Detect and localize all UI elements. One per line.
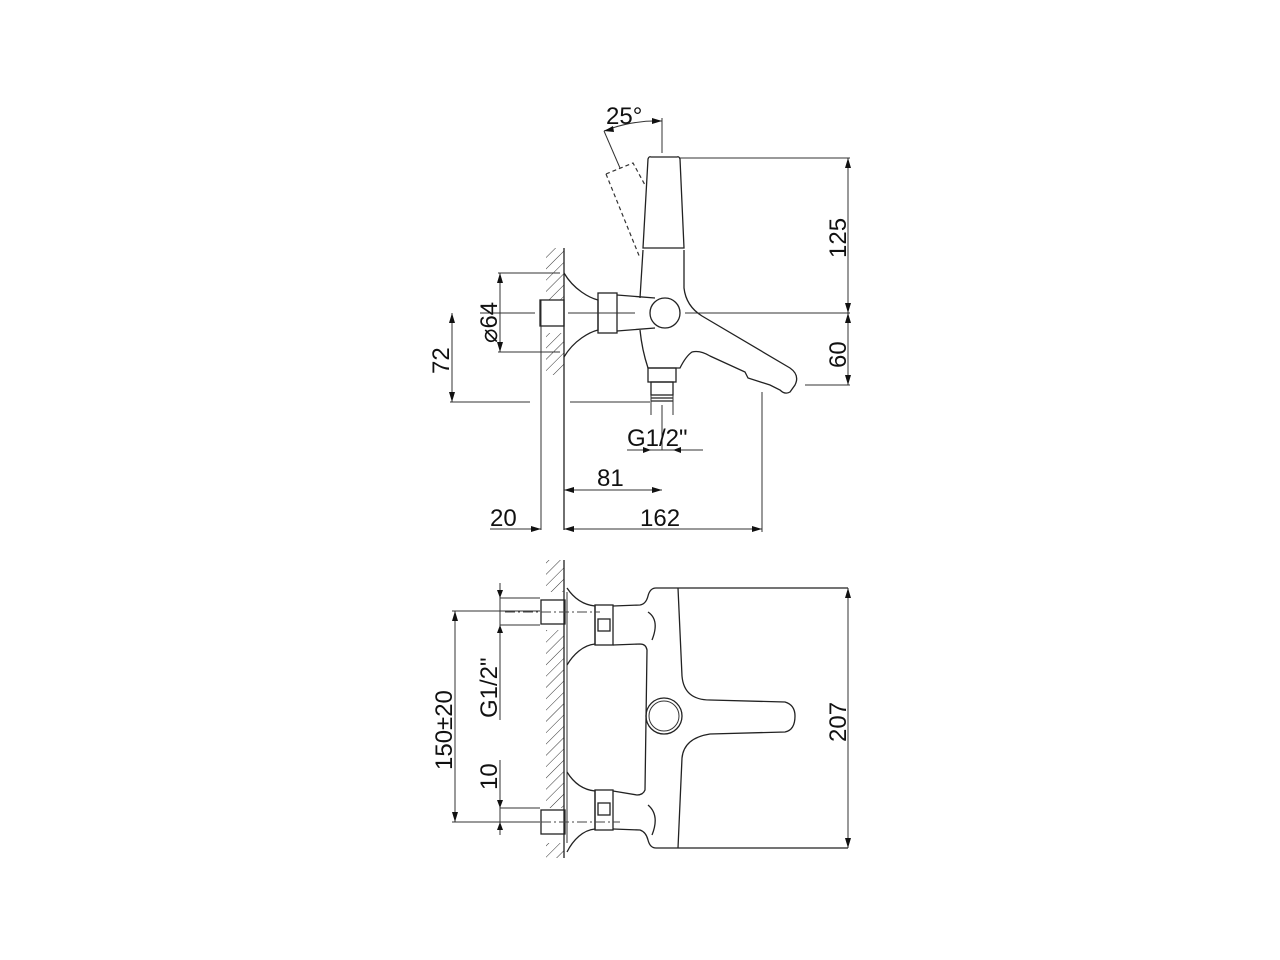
lever-rotated-outline — [605, 162, 646, 259]
dim-thread-top: G1/2" — [476, 657, 503, 718]
wall-hatch-top — [540, 248, 565, 530]
dim-total-depth: 162 — [640, 505, 680, 532]
dim-spout-height: 60 — [825, 341, 852, 368]
dim-inlet-offset: 10 — [476, 763, 503, 790]
spout-body — [639, 249, 798, 394]
dim-outlet-distance: 81 — [597, 465, 624, 492]
dim-thread-side: G1/2" — [627, 425, 688, 452]
dim-wall-offset: 20 — [490, 505, 517, 532]
flange — [563, 272, 599, 358]
inlet-stub — [539, 299, 565, 327]
dim-total-width: 207 — [825, 702, 852, 742]
dim-lever-height: 125 — [825, 218, 852, 258]
lever-handle — [642, 156, 685, 249]
diverter-knob — [649, 297, 681, 329]
diverter-knob-top — [645, 697, 683, 735]
dim-flange-diameter: ⌀64 — [476, 302, 503, 343]
dim-angle: 25° — [606, 103, 642, 130]
top-view: 150±20 G1/2" 10 207 — [431, 560, 852, 858]
side-view: 25° 125 60 ⌀64 72 G1/2" — [428, 103, 852, 532]
lever-top — [677, 587, 796, 849]
dim-height-below: 72 — [428, 347, 455, 374]
dim-inlet-spacing: 150±20 — [431, 690, 458, 770]
